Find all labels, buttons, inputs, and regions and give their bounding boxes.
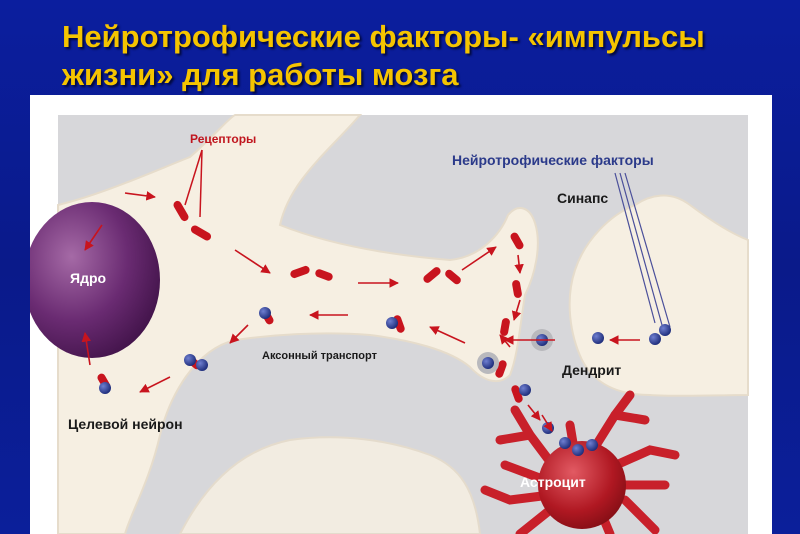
factor-molecule xyxy=(196,359,208,371)
factor-molecule xyxy=(99,382,111,394)
receptor-pointer-lines xyxy=(184,149,203,218)
factor-molecule xyxy=(482,357,494,369)
receptor xyxy=(510,232,524,250)
receptor xyxy=(511,385,523,403)
label-axonal-transport: Аксонный транспорт xyxy=(262,350,378,362)
factor-molecule xyxy=(649,333,661,345)
factor-molecule xyxy=(572,444,584,456)
receptor xyxy=(445,269,461,285)
label-nucleus: Ядро xyxy=(70,270,106,286)
receptor xyxy=(495,360,507,378)
factor-molecule xyxy=(659,324,671,336)
factor-pointer-lines xyxy=(614,172,671,328)
transport-arrows xyxy=(81,191,640,432)
nucleus xyxy=(30,202,160,358)
factor-molecule xyxy=(519,384,531,396)
receptor xyxy=(512,280,522,298)
astrocyte xyxy=(480,390,680,534)
label-dendrite: Дендрит xyxy=(562,362,621,378)
receptor xyxy=(173,200,189,222)
factor-molecule xyxy=(386,317,398,329)
receptor xyxy=(190,225,212,241)
factor-molecule xyxy=(592,332,604,344)
receptor xyxy=(423,267,441,283)
receptor xyxy=(315,269,333,281)
receptor xyxy=(290,265,310,279)
label-receptors: Рецепторы xyxy=(190,132,256,146)
factor-molecule xyxy=(184,354,196,366)
factor-molecule xyxy=(559,437,571,449)
lower-cell xyxy=(178,436,482,534)
label-neurotrophic-factors: Нейротрофические факторы xyxy=(452,152,654,168)
factor-molecule xyxy=(586,439,598,451)
label-synapse: Синапс xyxy=(557,190,608,206)
receptor xyxy=(500,318,510,336)
factor-molecule xyxy=(259,307,271,319)
dendrite-shape xyxy=(568,194,749,397)
label-astrocyte: Астроцит xyxy=(520,474,586,490)
label-target-neuron: Целевой нейрон xyxy=(68,416,183,432)
neurotrophic-diagram: Рецепторы Нейротрофические факторы Синап… xyxy=(30,95,772,534)
slide-title: Нейротрофические факторы- «импульсы жизн… xyxy=(62,19,705,92)
